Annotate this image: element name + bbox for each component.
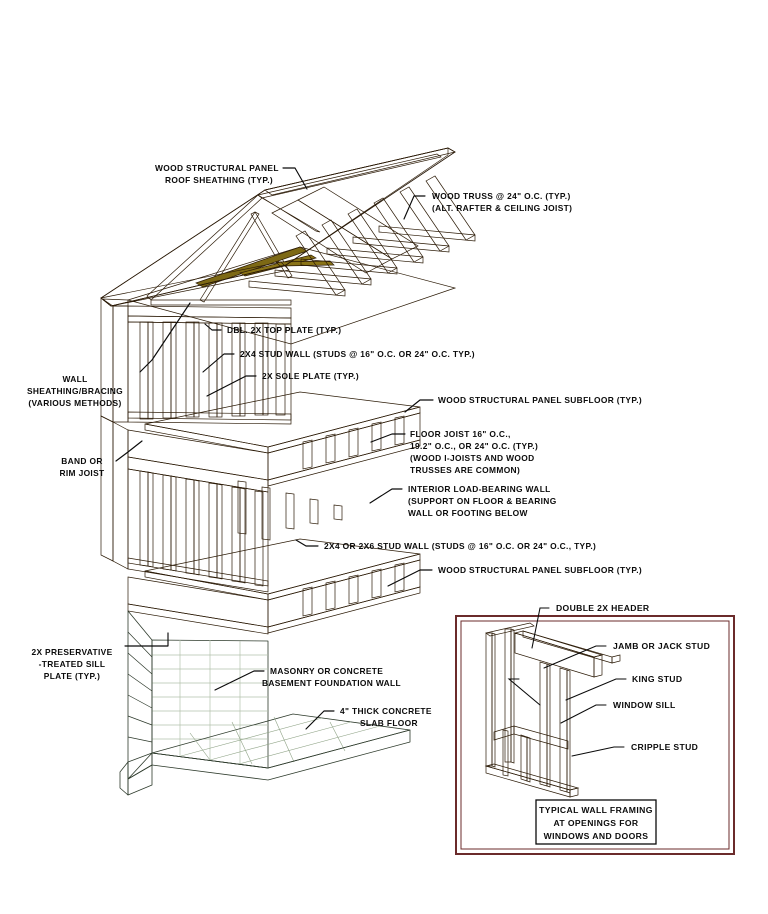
label-floor-joist-line2: 19.2" O.C., OR 24" O.C. (TYP.)	[410, 441, 538, 451]
label-subfloor-lower: WOOD STRUCTURAL PANEL SUBFLOOR (TYP.)	[438, 565, 642, 575]
label-slab-floor: 4" THICK CONCRETE SLAB FLOOR	[340, 706, 432, 728]
footing-return	[119, 761, 129, 796]
label-foundation-wall-line2: BASEMENT FOUNDATION WALL	[262, 678, 401, 688]
label-roof-sheathing: WOOD STRUCTURAL PANEL ROOF SHEATHING (TY…	[155, 163, 279, 185]
inset-label-window-sill: WINDOW SILL	[613, 700, 676, 710]
roof-truss-assembly	[100, 147, 476, 345]
inset-label-cripple-stud: CRIPPLE STUD	[631, 742, 698, 752]
label-foundation-wall: MASONRY OR CONCRETE BASEMENT FOUNDATION …	[262, 666, 401, 688]
inset-border-inner	[460, 620, 730, 850]
inset-leader-lines	[507, 607, 625, 757]
roof-ridge-strip	[264, 147, 456, 196]
label-sole-plate: 2X SOLE PLATE (TYP.)	[262, 371, 359, 381]
label-sole-plate-line1: 2X SOLE PLATE (TYP.)	[262, 371, 359, 381]
label-floor-joist: FLOOR JOIST 16" O.C., 19.2" O.C., OR 24"…	[410, 429, 538, 475]
label-subfloor-lower-line1: WOOD STRUCTURAL PANEL SUBFLOOR (TYP.)	[438, 565, 642, 575]
inset-label-king-stud: KING STUD	[632, 674, 682, 684]
inset-caption-line2: AT OPENINGS FOR	[553, 818, 638, 828]
label-slab-floor-line2: SLAB FLOOR	[360, 718, 418, 728]
label-wood-truss-line2: (ALT. RAFTER & CEILING JOIST)	[432, 203, 572, 213]
inset-label-double-header: DOUBLE 2X HEADER	[556, 603, 650, 613]
label-dbl-top-plate: DBL. 2X TOP PLATE (TYP.)	[227, 325, 341, 335]
label-sill-plate-line2: -TREATED SILL	[39, 659, 106, 669]
label-slab-floor-line1: 4" THICK CONCRETE	[340, 706, 432, 716]
wall-sheathing-return-lower	[100, 415, 114, 562]
slab-texture	[180, 716, 381, 765]
label-band-rim-joist-line2: RIM JOIST	[59, 468, 105, 478]
main-diagram-labels: WOOD STRUCTURAL PANEL ROOF SHEATHING (TY…	[27, 163, 642, 728]
upper-wall-studs	[139, 321, 286, 420]
interior-load-bearing-wall	[237, 480, 343, 541]
ceiling-plane	[126, 246, 457, 345]
block-coursing-side	[127, 631, 153, 743]
label-sill-plate-line3: PLATE (TYP.)	[44, 671, 100, 681]
ridge-line	[257, 153, 442, 199]
label-sill-plate-line1: 2X PRESERVATIVE	[31, 647, 112, 657]
label-wood-truss: WOOD TRUSS @ 24" O.C. (TYP.) (ALT. RAFTE…	[432, 191, 572, 213]
label-2x4-2x6-stud-wall: 2X4 OR 2X6 STUD WALL (STUDS @ 16" O.C. O…	[324, 541, 596, 551]
sill-plate	[127, 603, 269, 635]
label-2x4-2x6-stud-wall-line1: 2X4 OR 2X6 STUD WALL (STUDS @ 16" O.C. O…	[324, 541, 596, 551]
block-coursing	[152, 640, 268, 764]
label-interior-wall-line2: (SUPPORT ON FLOOR & BEARING	[408, 496, 557, 506]
label-interior-wall-line1: INTERIOR LOAD-BEARING WALL	[408, 484, 551, 494]
label-roof-sheathing-line2: ROOF SHEATHING (TYP.)	[165, 175, 273, 185]
label-wall-sheathing-line2: SHEATHING/BRACING	[27, 386, 123, 396]
floor-joists-lower	[267, 562, 421, 634]
label-foundation-wall-line1: MASONRY OR CONCRETE	[270, 666, 383, 676]
upper-floor-assembly	[127, 391, 421, 487]
truss-top-chords	[271, 186, 419, 274]
label-floor-joist-line3: (WOOD I-JOISTS AND WOOD	[410, 453, 535, 463]
label-interior-wall-line3: WALL OR FOOTING BELOW	[408, 508, 528, 518]
inset-king-stud-leader	[565, 678, 627, 701]
inset-caption-box: TYPICAL WALL FRAMING AT OPENINGS FOR WIN…	[535, 799, 657, 845]
label-floor-joist-line4: TRUSSES ARE COMMON)	[410, 465, 520, 475]
truss-bottom-chords	[248, 225, 476, 297]
inset-label-jamb-stud: JAMB OR JACK STUD	[613, 641, 710, 651]
label-wall-sheathing-line1: WALL	[62, 374, 87, 384]
lower-wall-studs	[139, 470, 264, 587]
inset-caption-line3: WINDOWS AND DOORS	[544, 831, 649, 841]
label-roof-sheathing-line1: WOOD STRUCTURAL PANEL	[155, 163, 279, 173]
inset-labels: DOUBLE 2X HEADER JAMB OR JACK STUD KING …	[556, 603, 710, 752]
inset-wall-frame	[484, 622, 621, 798]
label-band-rim-joist-line1: BAND OR	[61, 456, 103, 466]
inset-panel: DOUBLE 2X HEADER JAMB OR JACK STUD KING …	[455, 603, 735, 855]
label-band-rim-joist: BAND OR RIM JOIST	[59, 456, 105, 478]
foundation-assembly	[119, 603, 411, 796]
label-wall-sheathing-line3: (VARIOUS METHODS)	[28, 398, 121, 408]
label-floor-joist-line1: FLOOR JOIST 16" O.C.,	[410, 429, 511, 439]
label-subfloor-upper-line1: WOOD STRUCTURAL PANEL SUBFLOOR (TYP.)	[438, 395, 642, 405]
label-wall-sheathing: WALL SHEATHING/BRACING (VARIOUS METHODS)	[27, 374, 123, 408]
label-2x4-stud-wall-line1: 2X4 STUD WALL (STUDS @ 16" O.C. OR 24" O…	[240, 349, 475, 359]
label-dbl-top-plate-line1: DBL. 2X TOP PLATE (TYP.)	[227, 325, 341, 335]
label-sill-plate: 2X PRESERVATIVE -TREATED SILL PLATE (TYP…	[31, 647, 112, 681]
label-subfloor-upper: WOOD STRUCTURAL PANEL SUBFLOOR (TYP.)	[438, 395, 642, 405]
label-wood-truss-line1: WOOD TRUSS @ 24" O.C. (TYP.)	[432, 191, 571, 201]
inset-caption-border	[535, 799, 657, 845]
leader-lines	[115, 167, 434, 730]
label-2x4-stud-wall: 2X4 STUD WALL (STUDS @ 16" O.C. OR 24" O…	[240, 349, 475, 359]
inset-caption-line1: TYPICAL WALL FRAMING	[539, 805, 653, 815]
label-interior-load-bearing-wall: INTERIOR LOAD-BEARING WALL (SUPPORT ON F…	[408, 484, 557, 518]
